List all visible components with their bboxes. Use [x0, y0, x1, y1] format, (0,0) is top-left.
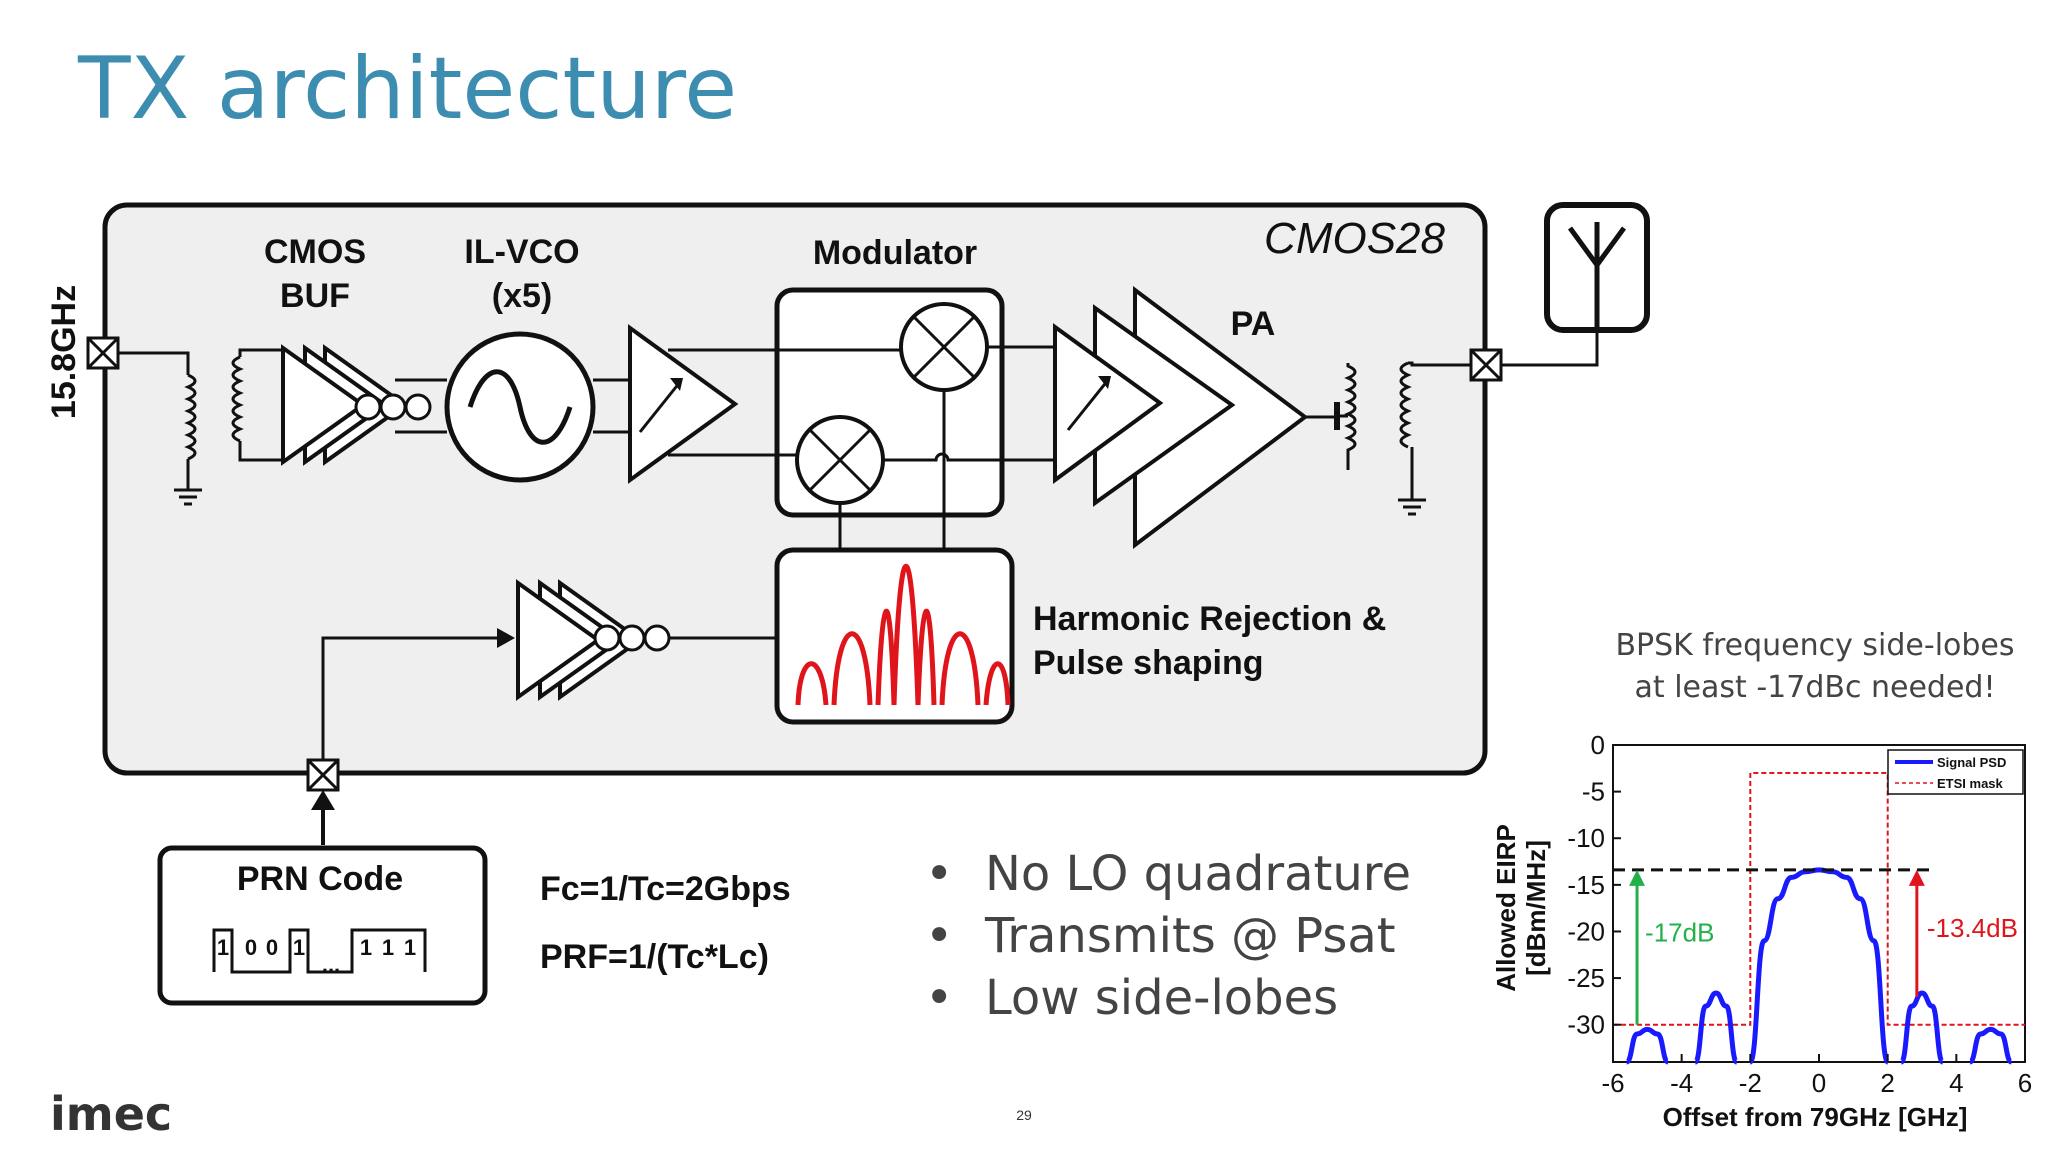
pa-label: PA: [1231, 305, 1276, 343]
process-label: CMOS28: [1264, 214, 1445, 263]
variable-gain-amplifier-icon: [628, 324, 739, 484]
prf-equation: PRF=1/(Tc*Lc): [540, 938, 769, 976]
y-tick-label: 0: [1591, 730, 1605, 760]
y-tick-label: -5: [1582, 777, 1605, 807]
harmonic-rejection-label-line2: Pulse shaping: [1033, 644, 1264, 682]
bullet-marker: •: [925, 970, 953, 1026]
chart-marks: -17dB -13.4dB: [1612, 744, 2026, 1065]
ilvco-label-line2: (x5): [492, 277, 552, 315]
series-signal-psd-lobe: [1625, 1026, 1670, 1065]
prn-bit-2: 0: [245, 935, 257, 960]
series-signal-psd-lobe: [1898, 990, 1946, 1065]
pulse-spectrum-icon: [795, 563, 1011, 706]
x-tick-label: 0: [1812, 1068, 1826, 1098]
series-signal-psd-lobe: [1968, 1026, 2013, 1065]
mixer-top-icon: [899, 302, 989, 392]
prn-bit-6: 1: [382, 935, 394, 960]
annotation-arrowhead-green: [1629, 869, 1646, 886]
prn-code-label: PRN Code: [237, 860, 403, 898]
chart-plot-area: [1612, 744, 2026, 1063]
x-tick-label: 6: [2018, 1068, 2032, 1098]
imec-logo: imec: [50, 1087, 172, 1141]
prn-bit-3: 0: [266, 935, 278, 960]
x-tick-label: 2: [1880, 1068, 1894, 1098]
series-signal-psd-lobe: [1692, 990, 1740, 1065]
input-transformer-icon: [174, 348, 285, 506]
y-tick-label: -25: [1567, 963, 1605, 993]
annotation-label-red: -13.4dB: [1927, 913, 2018, 943]
bullet-item: Transmits @ Psat: [984, 908, 1396, 964]
cmos-buf-label-line1: CMOS: [264, 233, 366, 271]
y-tick-label: -10: [1567, 823, 1605, 853]
y-tick-label: -20: [1567, 916, 1605, 946]
antenna-icon: [1544, 202, 1650, 333]
bullet-list: • No LO quadrature • Transmits @ Psat • …: [925, 846, 1411, 1026]
chart-legend: Signal PSD ETSI mask: [1887, 749, 2024, 795]
prn-bit-5: 1: [360, 935, 372, 960]
ilvco-oscillator-icon: [444, 331, 596, 483]
bullet-marker: •: [925, 908, 953, 964]
x-tick-label: -4: [1670, 1068, 1693, 1098]
prn-bit-4: 1: [293, 935, 305, 960]
bullet-item: Low side-lobes: [985, 970, 1338, 1026]
legend-etsi-mask: ETSI mask: [1937, 776, 2004, 791]
series-signal-psd-lobe: [1747, 867, 1891, 1065]
annotation-label-green: -17dB: [1645, 917, 1714, 947]
cmos-buf-label-line2: BUF: [280, 277, 350, 315]
output-pad-icon: [1469, 348, 1503, 382]
y-tick-label: -30: [1567, 1010, 1605, 1040]
chart-x-axis-label: Offset from 79GHz [GHz]: [1663, 1102, 1968, 1132]
mixer-bottom-icon: [795, 415, 885, 505]
prn-ellipsis: ...: [322, 952, 340, 977]
x-tick-label: -2: [1739, 1068, 1762, 1098]
prn-bit-1: 1: [217, 935, 229, 960]
y-tick-label: -15: [1567, 870, 1605, 900]
cmos-buffer-icon: [281, 344, 432, 466]
prn-bit-7: 1: [404, 935, 416, 960]
prn-waveform-icon: [212, 928, 427, 974]
sidelobe-note-line2: at least -17dBc needed!: [1635, 670, 1996, 705]
chart-y-axis-label-line1: Allowed EIRP: [1491, 824, 1521, 992]
prn-pad-icon: [306, 758, 340, 792]
prn-buffer-icon: [516, 579, 671, 701]
fc-equation: Fc=1/Tc=2Gbps: [540, 870, 791, 908]
sidelobe-note-line1: BPSK frequency side-lobes: [1615, 628, 2014, 663]
series-etsi-mask: [1613, 772, 2025, 1026]
chart-y-axis-label-line2: [dBm/MHz]: [1521, 840, 1551, 976]
modulator-label: Modulator: [813, 234, 977, 272]
ilvco-label-line1: IL-VCO: [464, 233, 579, 271]
power-amplifier-icon: [1053, 286, 1309, 550]
page-number: 29: [1016, 1107, 1032, 1123]
bullet-item: No LO quadrature: [985, 846, 1411, 902]
input-pad-icon: [86, 336, 120, 370]
prn-code-block: [157, 845, 488, 1006]
annotation-arrowhead-red: [1908, 869, 1925, 886]
legend-signal-psd: Signal PSD: [1937, 755, 2006, 770]
bullet-marker: •: [925, 846, 953, 902]
harmonic-rejection-label-line1: Harmonic Rejection &: [1033, 600, 1386, 638]
slide-title: TX architecture: [77, 39, 737, 139]
x-tick-label: 4: [1949, 1068, 1963, 1098]
input-frequency-label: 15.8GHz: [45, 285, 83, 419]
output-transformer-icon: [1305, 361, 1484, 516]
x-tick-label: -6: [1601, 1068, 1624, 1098]
